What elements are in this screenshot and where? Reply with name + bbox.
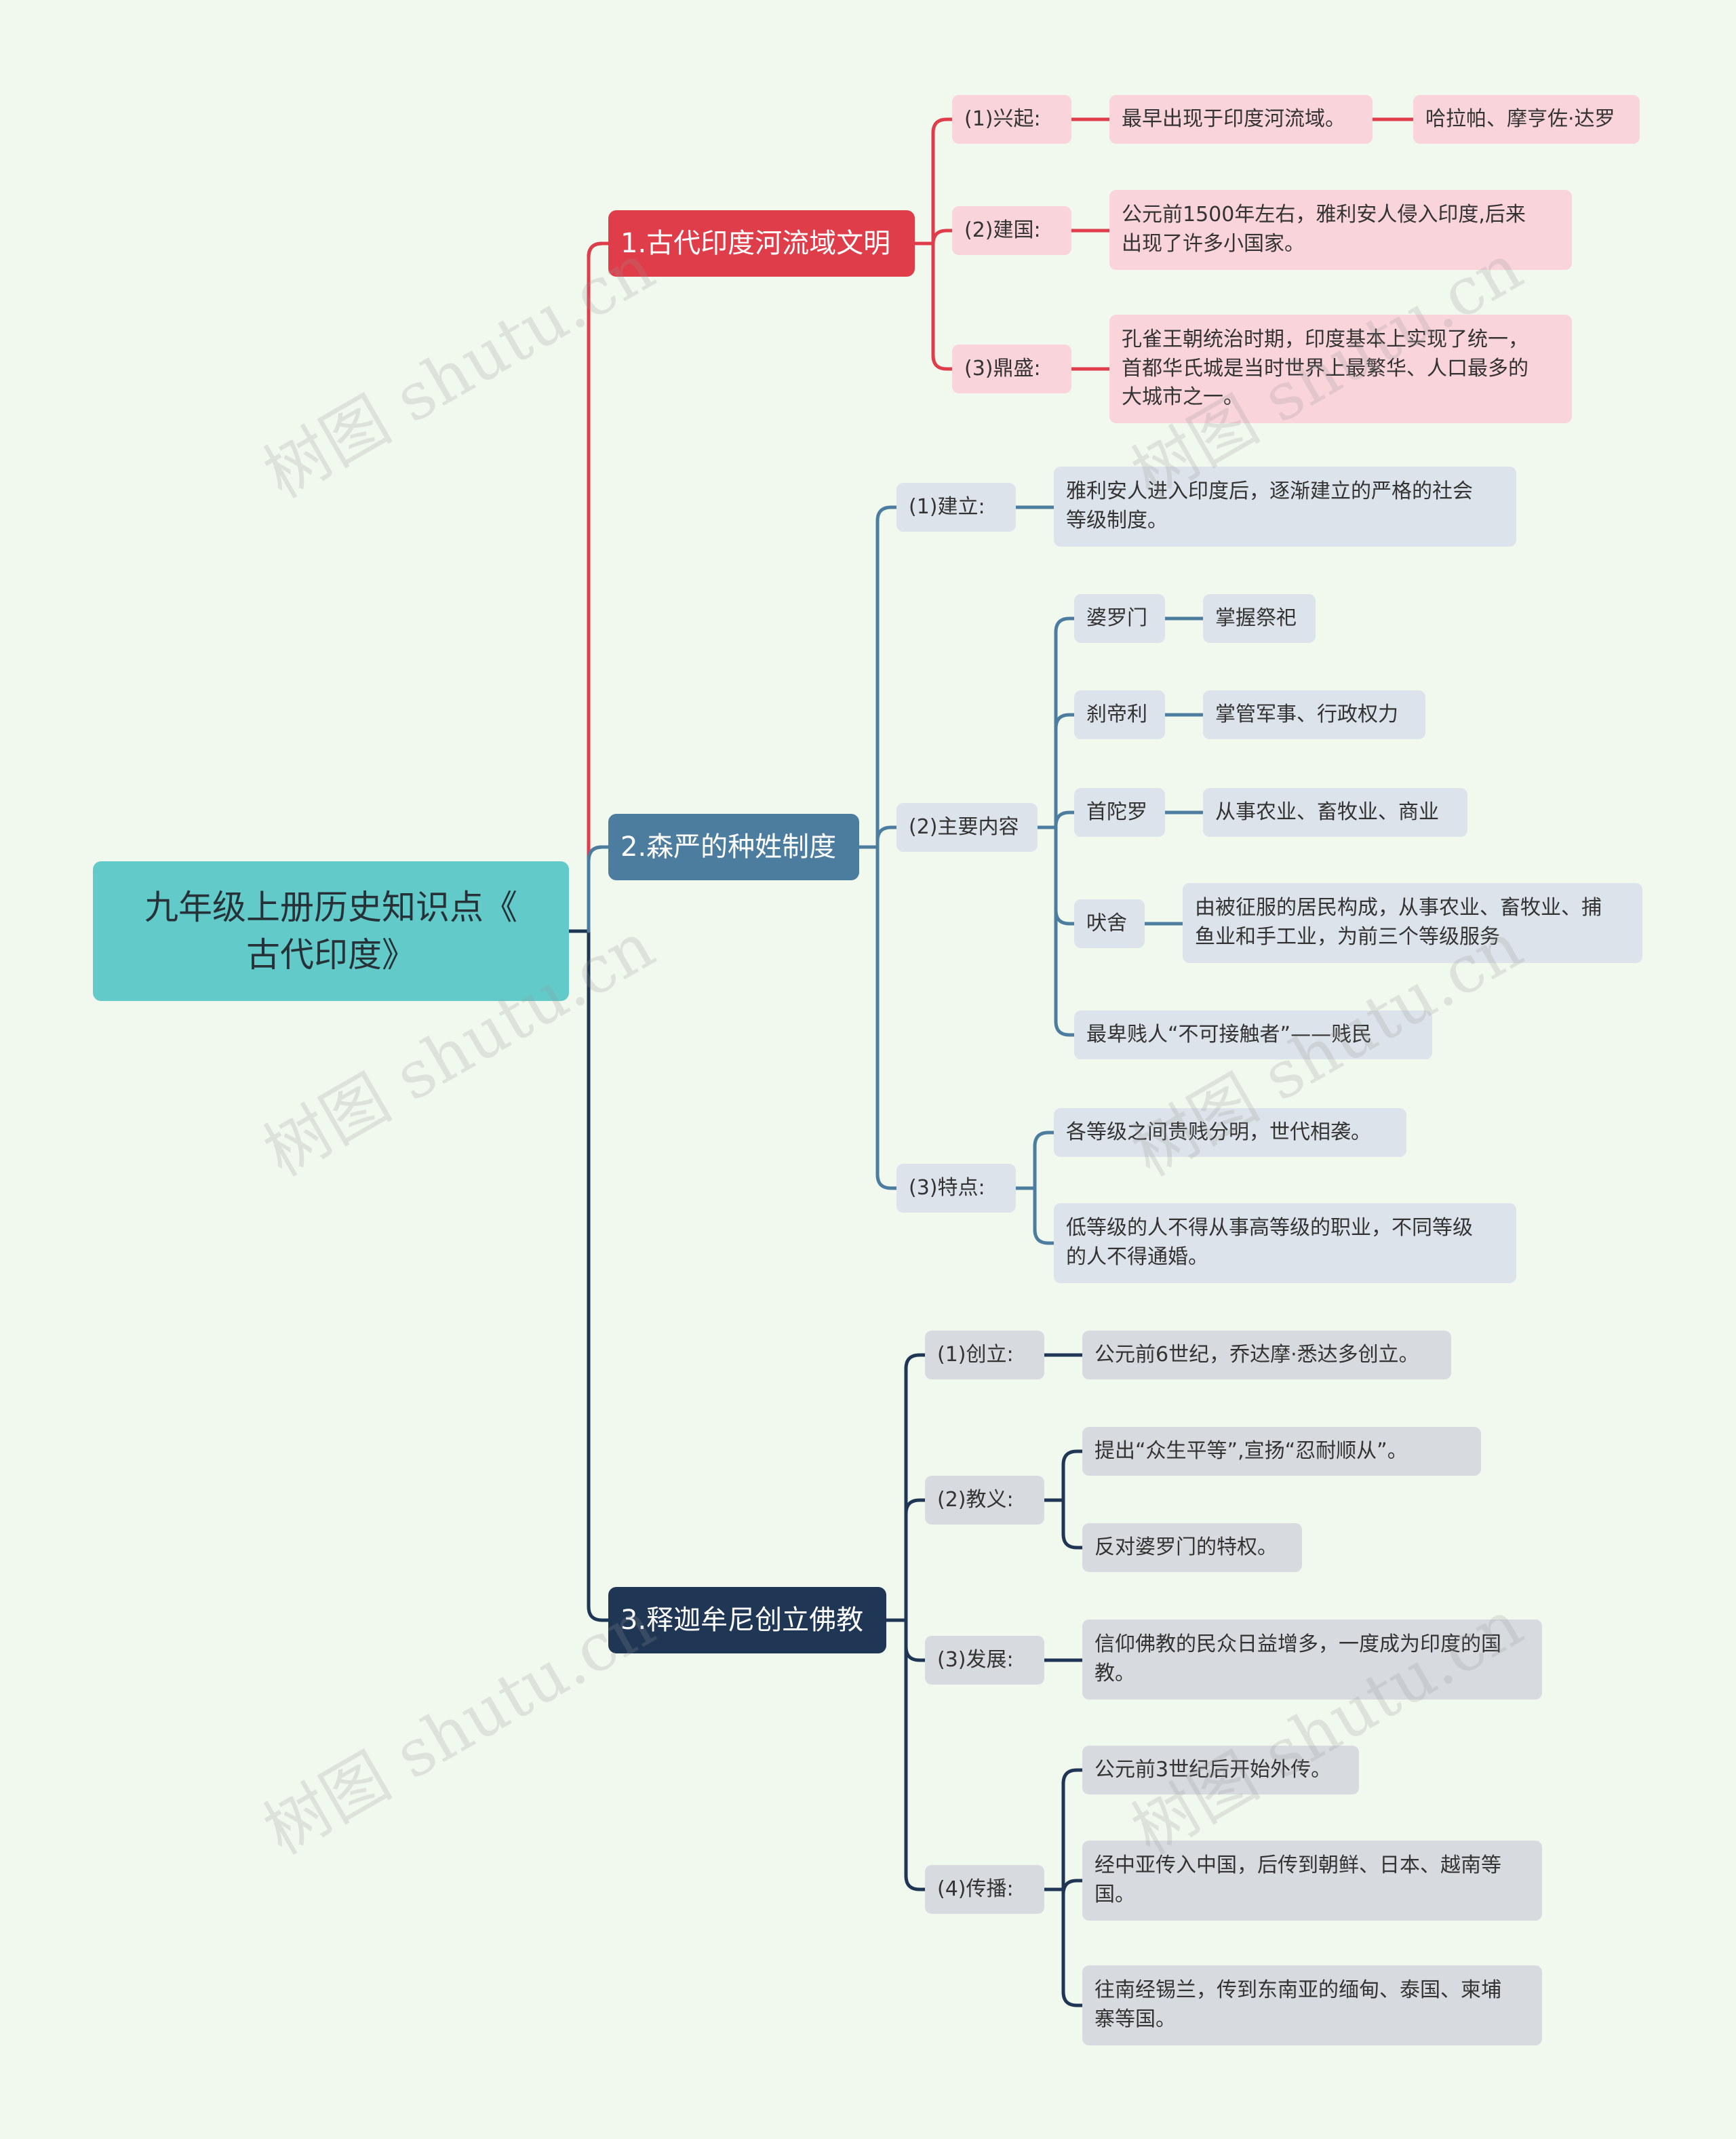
found-text[interactable]: 公元前1500年左右，雅利安人侵入印度,后来 出现了许多小国家。 xyxy=(1109,190,1572,270)
content-line xyxy=(1054,616,1076,829)
create-label[interactable]: (1)创立: xyxy=(925,1331,1044,1379)
caste-brahmin-desc[interactable]: 掌握祭祀 xyxy=(1203,594,1316,643)
spread-line xyxy=(1061,1879,1084,1895)
develop-label[interactable]: (3)发展: xyxy=(925,1636,1044,1685)
feature-line xyxy=(1033,1131,1056,1190)
root-branch1-line xyxy=(587,241,610,933)
caste-vaishya[interactable]: 吠舍 xyxy=(1074,899,1145,948)
untouchables[interactable]: 最卑贱人“不可接触者”——贱民 xyxy=(1074,1010,1432,1059)
develop-text[interactable]: 信仰佛教的民众日益增多，一度成为印度的国 教。 xyxy=(1082,1620,1542,1700)
spread-china[interactable]: 经中亚传入中国，后传到朝鲜、日本、越南等 国。 xyxy=(1082,1841,1542,1921)
create-text[interactable]: 公元前6世纪，乔达摩·悉达多创立。 xyxy=(1082,1331,1451,1379)
branch-3-buddhism[interactable]: 3.释迦牟尼创立佛教 xyxy=(608,1587,886,1653)
content-line xyxy=(1054,810,1076,829)
doctrine-label[interactable]: (2)教义: xyxy=(925,1476,1044,1525)
branch3-line xyxy=(904,1498,927,1622)
branch1-line xyxy=(931,241,954,371)
caste-shudra[interactable]: 首陀罗 xyxy=(1074,788,1165,837)
found-label[interactable]: (2)建国: xyxy=(952,206,1071,255)
branch-1-ancient-indus-civilization[interactable]: 1.古代印度河流域文明 xyxy=(608,210,915,277)
branch3-line xyxy=(904,1618,927,1662)
branch2-line xyxy=(875,845,899,1190)
rise-sites[interactable]: 哈拉帕、摩亨佐·达罗 xyxy=(1413,95,1640,144)
rise-label[interactable]: (1)兴起: xyxy=(952,95,1071,144)
content-line xyxy=(1054,825,1076,1037)
establish-text[interactable]: 雅利安人进入印度后，逐渐建立的严格的社会 等级制度。 xyxy=(1054,467,1516,547)
establish-label[interactable]: (1)建立: xyxy=(896,483,1016,532)
branch2-line xyxy=(875,825,899,849)
feature-no-intermarriage[interactable]: 低等级的人不得从事高等级的职业，不同等级 的人不得通婚。 xyxy=(1054,1203,1516,1283)
caste-kshatriya[interactable]: 刹帝利 xyxy=(1074,690,1165,739)
spread-line xyxy=(1061,1768,1084,1891)
root-branch-line xyxy=(587,929,610,1622)
feature-hereditary[interactable]: 各等级之间贵贱分明，世代相袭。 xyxy=(1054,1108,1406,1157)
branch-2-caste-system[interactable]: 2.森严的种姓制度 xyxy=(608,814,859,880)
branch3-line xyxy=(904,1618,927,1891)
branch2-line xyxy=(875,505,899,849)
branch1-line xyxy=(931,117,954,246)
spread-label[interactable]: (4)传播: xyxy=(925,1865,1044,1914)
content-line xyxy=(1054,713,1076,829)
spread-line xyxy=(1061,1887,1084,2007)
root-node[interactable]: 九年级上册历史知识点《 古代印度》 xyxy=(93,861,569,1001)
feature-line xyxy=(1033,1186,1056,1245)
doctrine-oppose-brahmin[interactable]: 反对婆罗门的特权。 xyxy=(1082,1523,1302,1572)
doctrine-line xyxy=(1061,1498,1084,1550)
caste-kshatriya-desc[interactable]: 掌管军事、行政权力 xyxy=(1203,690,1425,739)
main-content-label[interactable]: (2)主要内容 xyxy=(896,803,1038,852)
rise-text[interactable]: 最早出现于印度河流域。 xyxy=(1109,95,1373,144)
peak-label[interactable]: (3)鼎盛: xyxy=(952,345,1071,393)
caste-shudra-desc[interactable]: 从事农业、畜牧业、商业 xyxy=(1203,788,1467,837)
peak-text[interactable]: 孔雀王朝统治时期，印度基本上实现了统一， 首都华氏城是当时世界上最繁华、人口最多… xyxy=(1109,315,1572,423)
branch3-line xyxy=(904,1353,927,1622)
spread-southeast-asia[interactable]: 往南经锡兰，传到东南亚的缅甸、泰国、柬埔 寨等国。 xyxy=(1082,1965,1542,2045)
doctrine-equality[interactable]: 提出“众生平等”,宣扬“忍耐顺从”。 xyxy=(1082,1427,1481,1476)
branch1-line xyxy=(931,229,954,246)
root-branch2-line xyxy=(587,845,610,933)
doctrine-line xyxy=(1061,1449,1084,1502)
spread-abroad[interactable]: 公元前3世纪后开始外传。 xyxy=(1082,1746,1359,1794)
caste-vaishya-desc[interactable]: 由被征服的居民构成，从事农业、畜牧业、捕 鱼业和手工业，为前三个等级服务 xyxy=(1183,883,1642,963)
feature-label[interactable]: (3)特点: xyxy=(896,1164,1016,1213)
root-branch-line xyxy=(587,845,610,933)
root-branch-line xyxy=(587,241,610,933)
caste-brahmin[interactable]: 婆罗门 xyxy=(1074,594,1165,643)
content-line xyxy=(1054,825,1076,926)
